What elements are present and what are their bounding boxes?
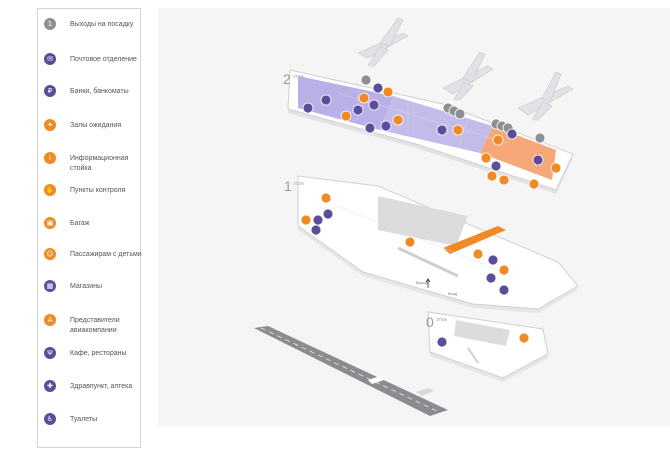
- legend-item[interactable]: ✉ Почтовое отделение: [38, 53, 142, 83]
- legend-item-label: Банки, банкоматы: [70, 88, 129, 95]
- legend-item-label: Здравпункт, аптека: [70, 383, 133, 390]
- exit-label: Выход: [416, 280, 429, 285]
- map-marker[interactable]: [320, 94, 332, 106]
- map-marker[interactable]: [382, 86, 394, 98]
- legend-item-label: Пассажирам с детьми: [70, 251, 142, 258]
- map-marker[interactable]: [322, 208, 334, 220]
- road: [254, 326, 448, 416]
- legend-item[interactable]: A Представители авиакомпании: [38, 314, 142, 344]
- map-marker[interactable]: [454, 108, 466, 120]
- map-marker[interactable]: [320, 192, 332, 204]
- map-marker[interactable]: [312, 214, 324, 226]
- map-marker[interactable]: [528, 178, 540, 190]
- legend-item-label: Туалеты: [70, 416, 98, 423]
- map-marker[interactable]: [358, 92, 370, 104]
- legend-item[interactable]: ₽ Банки, банкоматы: [38, 85, 142, 115]
- shop-icon: ▦: [44, 280, 56, 292]
- map-marker[interactable]: [534, 132, 546, 144]
- map-marker[interactable]: [480, 152, 492, 164]
- map-marker[interactable]: [485, 272, 497, 284]
- floor-2-label: этаж: [293, 74, 304, 80]
- toilet-icon: ♿: [44, 413, 56, 425]
- legend-item-label: Магазины: [70, 283, 103, 290]
- legend-item[interactable]: ✚ Здравпункт, аптека: [38, 380, 142, 410]
- map-marker[interactable]: [352, 104, 364, 116]
- map-marker[interactable]: [372, 82, 384, 94]
- legend-item[interactable]: ▣ Багаж: [38, 217, 142, 247]
- legend-item[interactable]: ♿ Туалеты: [38, 413, 142, 443]
- floor-1-label: этаж: [293, 181, 304, 187]
- map-marker[interactable]: [518, 332, 530, 344]
- floor-2-plan: [287, 69, 574, 194]
- map-marker[interactable]: [404, 236, 416, 248]
- map-marker[interactable]: [302, 102, 314, 114]
- legend-item[interactable]: ☺ Пассажирам с детьми: [38, 248, 142, 278]
- legend-item-label: Пункты контроля: [70, 187, 126, 194]
- map-marker[interactable]: [490, 160, 502, 172]
- map-marker[interactable]: [498, 174, 510, 186]
- checkpoint-icon: ✋: [44, 184, 56, 196]
- terminal-map[interactable]: Выход Вход 2 этаж 1 этаж 0 этаж: [158, 8, 670, 426]
- map-marker[interactable]: [472, 248, 484, 260]
- map-marker[interactable]: [340, 110, 352, 122]
- map-marker[interactable]: [487, 254, 499, 266]
- map-marker[interactable]: [364, 122, 376, 134]
- map-marker[interactable]: [532, 154, 544, 166]
- map-marker[interactable]: [452, 124, 464, 136]
- waiting-hall-icon: ✦: [44, 119, 56, 131]
- map-marker[interactable]: [360, 74, 372, 86]
- legend-item[interactable]: Ψ Кафе, рестораны: [38, 347, 142, 377]
- gate-icon: 1: [44, 18, 56, 30]
- legend-item[interactable]: ✦ Залы ожидания: [38, 119, 142, 149]
- map-marker[interactable]: [486, 170, 498, 182]
- legend-item-label: Информационная стойка: [70, 155, 129, 172]
- map-pins: [300, 74, 562, 348]
- bank-icon: ₽: [44, 85, 56, 97]
- entrance-label: Вход: [448, 291, 458, 296]
- airline-rep-icon: A: [44, 314, 56, 326]
- map-marker[interactable]: [392, 114, 404, 126]
- legend-item-label: Почтовое отделение: [70, 56, 137, 63]
- map-marker[interactable]: [550, 162, 562, 174]
- mail-icon: ✉: [44, 53, 56, 65]
- map-marker[interactable]: [368, 99, 380, 111]
- map-marker[interactable]: [498, 284, 510, 296]
- cafe-icon: Ψ: [44, 347, 56, 359]
- floor-2-number: 2: [283, 71, 291, 87]
- legend-item-label: Представители авиакомпании: [70, 317, 120, 334]
- map-marker[interactable]: [436, 124, 448, 136]
- legend-item-label: Багаж: [70, 220, 90, 227]
- map-marker[interactable]: [300, 214, 312, 226]
- legend-item[interactable]: 1 Выходы на посадку: [38, 18, 142, 48]
- map-marker[interactable]: [380, 120, 392, 132]
- floor-0-plan: [427, 311, 549, 382]
- legend-item[interactable]: ▦ Магазины: [38, 280, 142, 310]
- floor-0-label: этаж: [436, 317, 447, 323]
- legend-item[interactable]: i Информационная стойка: [38, 152, 142, 182]
- legend-item-label: Выходы на посадку: [70, 21, 134, 28]
- baggage-icon: ▣: [44, 217, 56, 229]
- map-marker[interactable]: [436, 336, 448, 348]
- legend-panel: 1 Выходы на посадку ✉ Почтовое отделение ₽ Ба…: [37, 8, 142, 448]
- floor-1-plan: Выход Вход: [297, 175, 579, 313]
- map-marker[interactable]: [492, 134, 504, 146]
- info-desk-icon: i: [44, 152, 56, 164]
- legend-item[interactable]: ✋ Пункты контроля: [38, 184, 142, 214]
- airplane-icon: [357, 17, 574, 121]
- pharmacy-icon: ✚: [44, 380, 56, 392]
- map-marker[interactable]: [310, 224, 322, 236]
- floor-0-number: 0: [426, 314, 434, 330]
- terminal-map-svg: Выход Вход: [254, 17, 579, 416]
- family-icon: ☺: [44, 248, 56, 260]
- legend-item-label: Кафе, рестораны: [70, 350, 127, 357]
- floor-1-number: 1: [284, 178, 292, 194]
- map-marker[interactable]: [506, 128, 518, 140]
- legend-item-label: Залы ожидания: [70, 122, 122, 129]
- map-marker[interactable]: [498, 264, 510, 276]
